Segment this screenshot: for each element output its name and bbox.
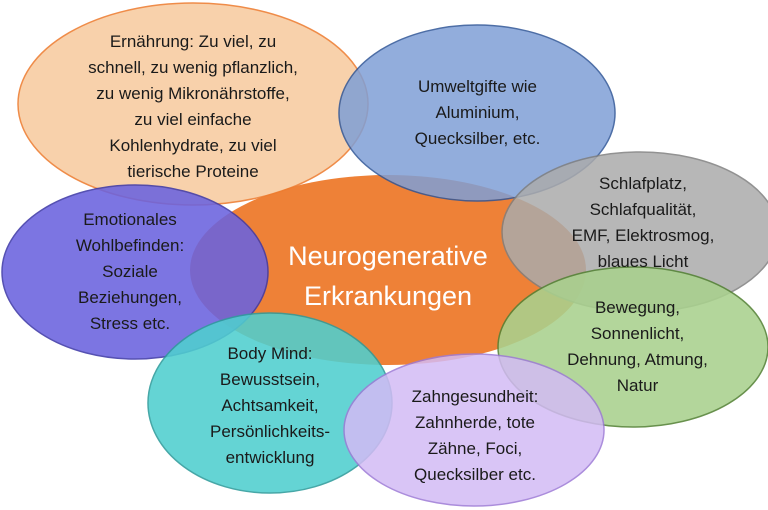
label-ernaehrung: Ernährung: Zu viel, zu schnell, zu wenig…: [88, 32, 298, 181]
label-bodymind: Body Mind: Bewusstsein, Achtsamkeit, Per…: [210, 344, 330, 467]
label-umweltgifte: Umweltgifte wie Aluminium, Quecksilber, …: [414, 77, 541, 148]
label-schlafplatz: Schlafplatz, Schlafqualität, EMF, Elektr…: [571, 174, 715, 271]
label-zahngesundheit: Zahngesundheit: Zahnherde, tote Zähne, F…: [411, 387, 539, 484]
bubble-umweltgifte: [338, 24, 616, 202]
bubble-emotionales: [1, 184, 269, 360]
label-bewegung: Bewegung, Sonnenlicht, Dehnung, Atmung, …: [567, 298, 708, 395]
center-label: Neurogenerative Erkrankungen: [288, 241, 488, 311]
label-emotionales: Emotionales Wohlbefinden: Soziale Bezieh…: [75, 210, 185, 333]
bubble-zahngesundheit: [343, 353, 605, 507]
